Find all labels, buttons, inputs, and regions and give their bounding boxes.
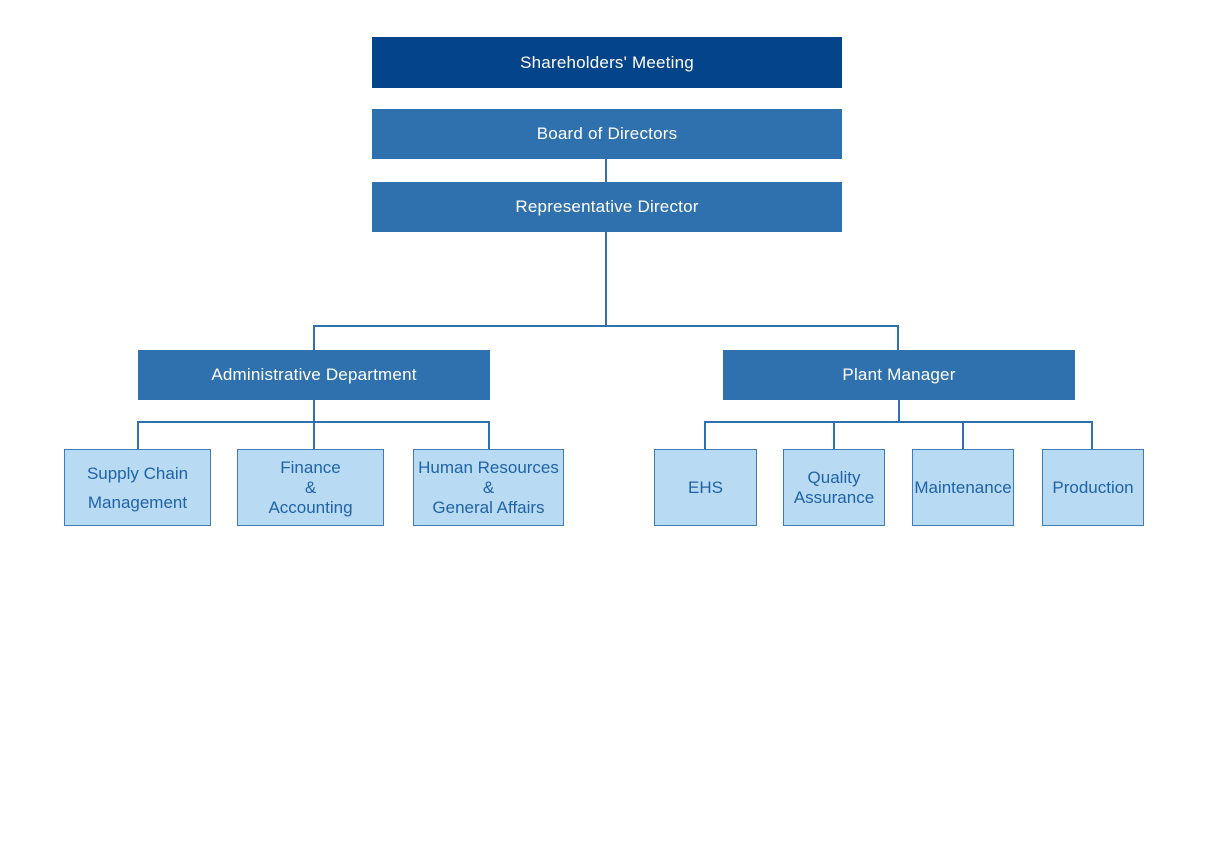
- node-label-line: Accounting: [268, 497, 353, 517]
- connector-drop-finance: [313, 421, 315, 449]
- node-label-line: Management: [87, 492, 188, 512]
- connector-drop-quality-assurance: [833, 421, 835, 449]
- connector-drop-human-resources: [488, 421, 490, 449]
- connector-drop-ehs: [704, 421, 706, 449]
- node-label-line: Supply Chain: [86, 463, 189, 483]
- org-node-representative-director: Representative Director: [372, 182, 842, 232]
- org-node-board-of-directors: Board of Directors: [372, 109, 842, 159]
- node-label-line: &: [304, 477, 317, 497]
- connector-main-crossbar: [313, 325, 899, 327]
- connector-plant-crossbar: [704, 421, 1093, 423]
- connector-drop-maintenance: [962, 421, 964, 449]
- org-node-supply-chain-management: Supply Chain Management: [64, 449, 211, 526]
- org-node-ehs: EHS: [654, 449, 757, 526]
- connector-representative-stem: [605, 232, 607, 327]
- node-label: Representative Director: [515, 197, 699, 216]
- node-label-line: EHS: [688, 477, 723, 497]
- node-label: Plant Manager: [842, 365, 956, 384]
- node-label: Administrative Department: [211, 365, 417, 384]
- connector-drop-administrative: [313, 325, 315, 350]
- node-label-line: Assurance: [793, 487, 875, 507]
- node-label-line: General Affairs: [432, 497, 545, 517]
- node-label-line: Human Resources: [418, 457, 559, 477]
- org-node-production: Production: [1042, 449, 1144, 526]
- connector-drop-plant-manager: [897, 325, 899, 350]
- connector-board-to-representative: [605, 159, 607, 182]
- connector-drop-production: [1091, 421, 1093, 449]
- node-label: Shareholders' Meeting: [520, 52, 694, 72]
- node-label: Board of Directors: [536, 124, 678, 143]
- node-label-line: Maintenance: [914, 477, 1012, 497]
- node-label-line: &: [482, 477, 495, 497]
- node-label-line: Production: [1052, 477, 1134, 497]
- node-label-line: Quality: [807, 467, 861, 487]
- org-node-administrative-department: Administrative Department: [138, 350, 490, 400]
- connector-plant-stem: [898, 400, 900, 423]
- org-node-human-resources-general-affairs: Human Resources & General Affairs: [413, 449, 564, 526]
- node-label-line: Finance: [280, 457, 341, 477]
- org-node-maintenance: Maintenance: [912, 449, 1014, 526]
- org-node-finance-accounting: Finance & Accounting: [237, 449, 384, 526]
- org-node-shareholders-meeting: Shareholders' Meeting: [372, 37, 842, 88]
- org-node-plant-manager: Plant Manager: [723, 350, 1075, 400]
- connector-drop-supply-chain: [137, 421, 139, 449]
- org-node-quality-assurance: Quality Assurance: [783, 449, 885, 526]
- connector-admin-stem: [313, 400, 315, 423]
